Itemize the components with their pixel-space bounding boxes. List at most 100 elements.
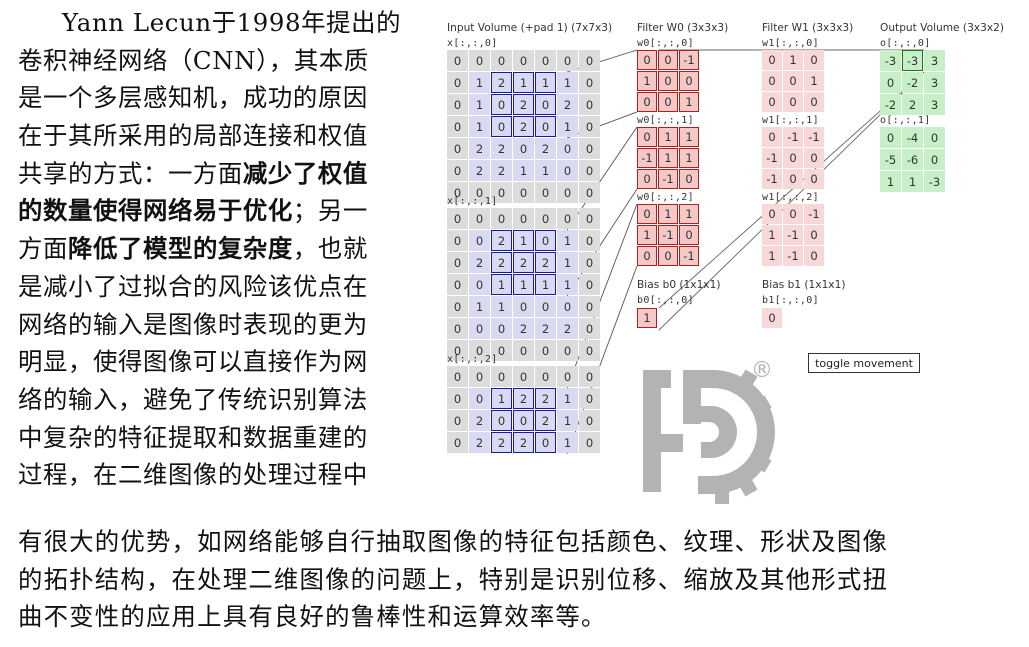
filter-w0-cell: 0	[658, 71, 678, 91]
paragraph-left: Yann Lecun于1998年提出的 卷积神经网络（CNN），其本质 是一个多…	[18, 4, 404, 494]
input-cell: 0	[469, 182, 490, 203]
registered-mark: ®	[751, 358, 773, 383]
input-cell: 0	[447, 388, 468, 409]
input-cell: 2	[535, 318, 556, 339]
filter-w1-cell: 0	[804, 92, 824, 112]
filter-w0-cell: 1	[658, 204, 678, 224]
filter-w0-cell: 1	[658, 127, 678, 147]
input-cell: 0	[579, 274, 600, 295]
input-cell: 0	[447, 230, 468, 251]
input-cell: 0	[579, 230, 600, 251]
text-line: 在于其所采用的局部连接和权值	[18, 121, 368, 151]
toggle-movement-button[interactable]: toggle movement	[808, 353, 920, 373]
input-cell: 0	[579, 208, 600, 229]
input-cell: 0	[557, 138, 578, 159]
input-cell: 0	[447, 274, 468, 295]
bias-b1-cell: 0	[762, 308, 782, 328]
input-cell: 1	[491, 388, 512, 409]
filter-w1-cell: 0	[783, 92, 803, 112]
input-cell: 0	[513, 138, 534, 159]
w1-slice-label: w1[:,:,1]	[762, 115, 819, 126]
input-cell: 0	[513, 366, 534, 387]
input-cell: 0	[447, 366, 468, 387]
input-cell: 0	[447, 160, 468, 181]
input-cell: 0	[491, 410, 512, 431]
output-volume-title: Output Volume (3x3x2)	[880, 22, 1004, 34]
text-line: Yann Lecun于1998年提出的	[62, 8, 402, 37]
input-cell: 0	[491, 116, 512, 137]
filter-w1-cell: 1	[762, 225, 782, 245]
input-cell: 0	[469, 208, 490, 229]
input-cell: 1	[469, 116, 490, 137]
input-cell: 2	[513, 252, 534, 273]
text-segment: ，也就	[292, 234, 368, 264]
text-line: 卷积神经网络（CNN），其本质	[18, 45, 369, 75]
text-line: 中复杂的特征提取和数据重建的	[18, 422, 368, 452]
bold-text: 减少了权值	[242, 158, 368, 188]
input-cell: 2	[469, 138, 490, 159]
output-cell: 2	[902, 94, 923, 115]
input-cell: 2	[535, 410, 556, 431]
filter-w0-cell: 0	[637, 169, 657, 189]
input-cell: 1	[557, 72, 578, 93]
input-cell: 0	[579, 182, 600, 203]
input-cell: 0	[447, 94, 468, 115]
filter-w1-cell: -1	[804, 127, 824, 147]
input-cell: 1	[513, 72, 534, 93]
input-cell: 0	[557, 296, 578, 317]
input-cell: 2	[513, 318, 534, 339]
filter-w1-cell: 0	[804, 225, 824, 245]
output-cell: -3	[880, 50, 901, 71]
output-cell: 0	[880, 127, 901, 148]
input-cell: 1	[491, 274, 512, 295]
input-cell: 0	[579, 138, 600, 159]
filter-w0-cell: 0	[679, 225, 699, 245]
input-cell: 1	[535, 160, 556, 181]
filter-w0-cell: -1	[637, 148, 657, 168]
filter-w0-cell: 1	[658, 148, 678, 168]
input-cell: 1	[491, 296, 512, 317]
w1-slice-label: w1[:,:,0]	[762, 38, 819, 49]
input-cell: 0	[491, 340, 512, 361]
input-cell: 1	[557, 252, 578, 273]
filter-w0-cell: 1	[679, 92, 699, 112]
text-line: 共享的方式：一方面减少了权值	[18, 155, 404, 193]
input-cell: 1	[557, 274, 578, 295]
input-cell: 0	[447, 138, 468, 159]
cnn-convolution-figure: Input Volume (+pad 1) (7x7x3) Filter W0 …	[438, 14, 1023, 454]
input-cell: 0	[447, 252, 468, 273]
input-cell: 2	[491, 138, 512, 159]
filter-w1-cell: 1	[762, 246, 782, 266]
input-cell: 0	[535, 50, 556, 71]
bias-b1-title: Bias b1 (1x1x1)	[762, 279, 846, 291]
bias-b0-cell: 1	[637, 308, 657, 328]
input-cell: 0	[447, 410, 468, 431]
input-cell: 1	[469, 94, 490, 115]
w0-slice-label: w0[:,:,1]	[637, 115, 694, 126]
output-cell: 0	[880, 72, 901, 93]
input-cell: 1	[513, 274, 534, 295]
output-slice-label: o[:,:,0]	[880, 38, 931, 49]
input-cell: 2	[469, 160, 490, 181]
input-cell: 0	[447, 340, 468, 361]
input-cell: 0	[557, 366, 578, 387]
input-cell: 2	[557, 318, 578, 339]
filter-w1-cell: 0	[804, 169, 824, 189]
filter-w1-cell: 0	[804, 246, 824, 266]
input-cell: 0	[535, 208, 556, 229]
input-cell: 2	[491, 160, 512, 181]
text-line: 络的输入，避免了传统识别算法	[18, 384, 368, 414]
input-cell: 2	[535, 138, 556, 159]
input-cell: 0	[535, 296, 556, 317]
input-cell: 2	[469, 432, 490, 453]
input-cell: 2	[557, 94, 578, 115]
input-cell: 2	[535, 388, 556, 409]
input-cell: 1	[535, 274, 556, 295]
input-cell: 0	[579, 160, 600, 181]
filter-w1-cell: 0	[804, 50, 824, 70]
